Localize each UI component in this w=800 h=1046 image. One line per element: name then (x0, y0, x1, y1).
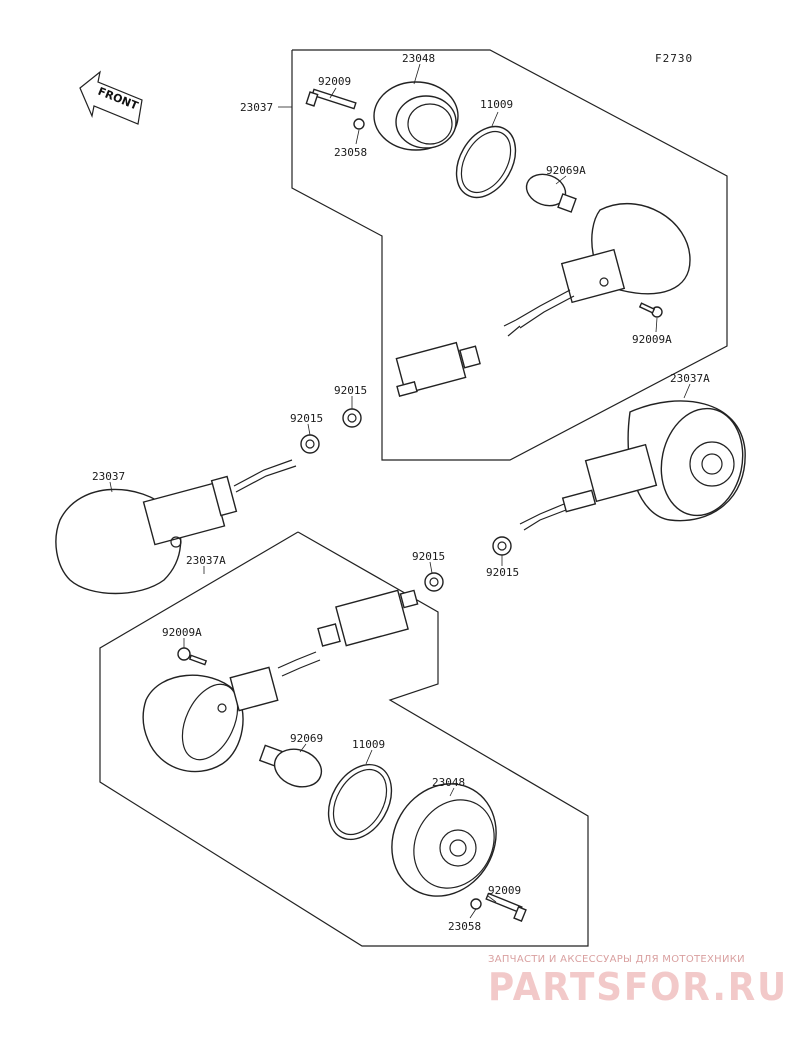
housing-shell-top (503, 203, 691, 337)
front-label: FRONT (96, 85, 140, 113)
turn-signal-23037-left (55, 459, 297, 595)
housing-shell-lower (142, 666, 279, 773)
washer-23058-top (353, 118, 365, 130)
label-23058-top: 23058 (334, 146, 367, 159)
washer-23058-lower (470, 898, 482, 910)
label-92015-b: 92015 (290, 412, 323, 425)
label-11009-top: 11009 (480, 98, 513, 111)
watermark-tagline: ЗАПЧАСТИ И АКСЕССУАРЫ ДЛЯ МОТОТЕХНИКИ (488, 954, 745, 965)
upper-group-outline (291, 49, 728, 461)
lower-group-outline (99, 531, 589, 947)
label-23037A-lower: 23037A (186, 554, 226, 567)
turn-signal-23037A-right (519, 400, 746, 531)
label-23037-left: 23037 (92, 470, 125, 483)
nut-92015-lower (424, 572, 444, 592)
screw-92009A-top (638, 302, 663, 318)
stem-body-lower (277, 589, 419, 677)
ring-11009-lower (327, 763, 393, 841)
label-92009A-lower: 92009A (162, 626, 202, 639)
label-92009A-top: 92009A (632, 333, 672, 346)
label-92015-lower: 92015 (412, 550, 445, 563)
label-23037A-right: 23037A (670, 372, 710, 385)
stem-body-top (395, 341, 481, 398)
label-23037-top: 23037 (240, 101, 273, 114)
bulb-92069 (258, 744, 323, 788)
bulb-92069A (525, 173, 577, 213)
nut-92015-b (300, 434, 320, 454)
leader-lines (109, 63, 691, 919)
front-arrow-icon: FRONT (79, 70, 143, 125)
label-11009-lower: 11009 (352, 738, 385, 751)
label-23048-lower: 23048 (432, 776, 465, 789)
screw-92009-top (305, 88, 357, 110)
label-92015-a: 92015 (334, 384, 367, 397)
ring-11009-top (455, 125, 517, 199)
watermark-logo: PARTSFOR.RU (488, 965, 788, 1009)
lens-cap-23048-top (373, 81, 459, 151)
reference-code: F2730 (655, 52, 693, 65)
lens-cap-23048-lower (391, 783, 497, 897)
label-92069A: 92069A (546, 164, 586, 177)
label-92015-right: 92015 (486, 566, 519, 579)
screw-92009A-lower (177, 647, 208, 666)
label-23048-top: 23048 (402, 52, 435, 65)
screw-92009-lower (485, 892, 527, 922)
nut-92015-right (492, 536, 512, 556)
label-92009-top: 92009 (318, 75, 351, 88)
label-23058-lower: 23058 (448, 920, 481, 933)
label-92009-lower: 92009 (488, 884, 521, 897)
label-92069: 92069 (290, 732, 323, 745)
nut-92015-a (342, 408, 362, 428)
